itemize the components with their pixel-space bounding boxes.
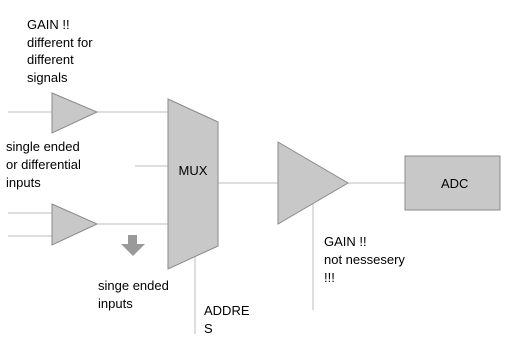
address-note-line: S: [204, 321, 213, 336]
input-type-note-line: single ended: [6, 139, 80, 154]
output-gain-amplifier: [277, 141, 349, 225]
gain-input-note: GAIN !! different for different signals: [27, 17, 93, 85]
gain-input-note-line: signals: [27, 70, 68, 85]
adc-label: ADC: [441, 176, 468, 191]
down-arrow-icon: [121, 235, 145, 256]
input-amplifier-1: [51, 92, 99, 134]
mux-block: [167, 98, 219, 270]
single-inputs-note-line: singe ended: [98, 278, 169, 293]
gain-output-note-line: !!!: [324, 270, 335, 285]
input-type-note: single ended or differential inputs: [6, 139, 81, 190]
gain-output-note-line: not nessesery: [324, 252, 405, 267]
single-inputs-note-line: inputs: [98, 296, 133, 311]
gain-input-note-line: GAIN !!: [27, 17, 70, 32]
gain-output-note-line: GAIN !!: [324, 234, 367, 249]
address-note: ADDRE S: [204, 303, 250, 336]
adc-block: [404, 155, 501, 211]
input-type-note-line: inputs: [6, 175, 41, 190]
gain-output-note: GAIN !! not nessesery !!!: [324, 234, 405, 285]
gain-input-note-line: different for: [27, 35, 93, 50]
single-inputs-note: singe ended inputs: [98, 278, 169, 311]
address-note-line: ADDRE: [204, 303, 250, 318]
gain-input-note-line: different: [27, 52, 74, 67]
input-amplifier-2: [51, 203, 99, 246]
input-type-note-line: or differential: [6, 157, 81, 172]
mux-label: MUX: [179, 163, 208, 178]
